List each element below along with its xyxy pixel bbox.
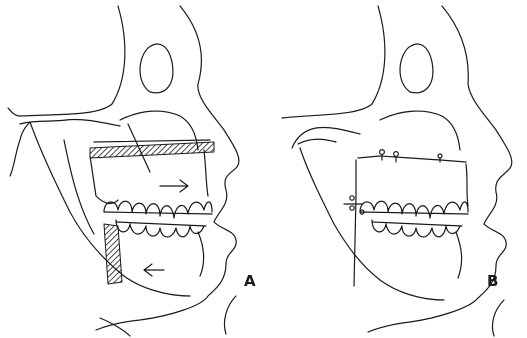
panel-a-ramus-strip [104, 224, 122, 284]
panel-b-skull-outline [282, 6, 385, 118]
panel-a-neck [224, 296, 236, 334]
panel-a-drawing [8, 6, 239, 336]
panel-b-mandible-lower [456, 232, 462, 278]
panel-a-mandible-lower [198, 232, 204, 276]
panel-b-chin [368, 224, 506, 332]
panel-a-forward-arrow [160, 180, 188, 192]
panel-b-facial-profile [442, 6, 512, 224]
panel-a-hatched-band [90, 142, 214, 158]
panel-a-facial-profile [180, 6, 239, 222]
panel-b-zygoma [380, 111, 460, 150]
panel-b-orbit [400, 44, 433, 93]
panel-a-label: A [244, 272, 256, 290]
panel-b-upper-teeth [360, 201, 468, 218]
panel-a-upper-teeth [104, 201, 212, 218]
panel-b-lower-teeth [372, 220, 462, 237]
panel-b-drawing [282, 6, 512, 336]
panel-b-maxilla [356, 160, 468, 206]
panel-a-back-arrow [144, 264, 164, 276]
panel-b-label: B [487, 272, 498, 290]
panel-b-cranial-base [292, 127, 360, 148]
panel-b-fixation-line [358, 156, 466, 162]
panel-a-orbit [140, 44, 173, 93]
panel-a-skull-outline [8, 6, 125, 116]
panel-a-lower-teeth [116, 220, 206, 237]
panel-b-neck [492, 300, 504, 336]
